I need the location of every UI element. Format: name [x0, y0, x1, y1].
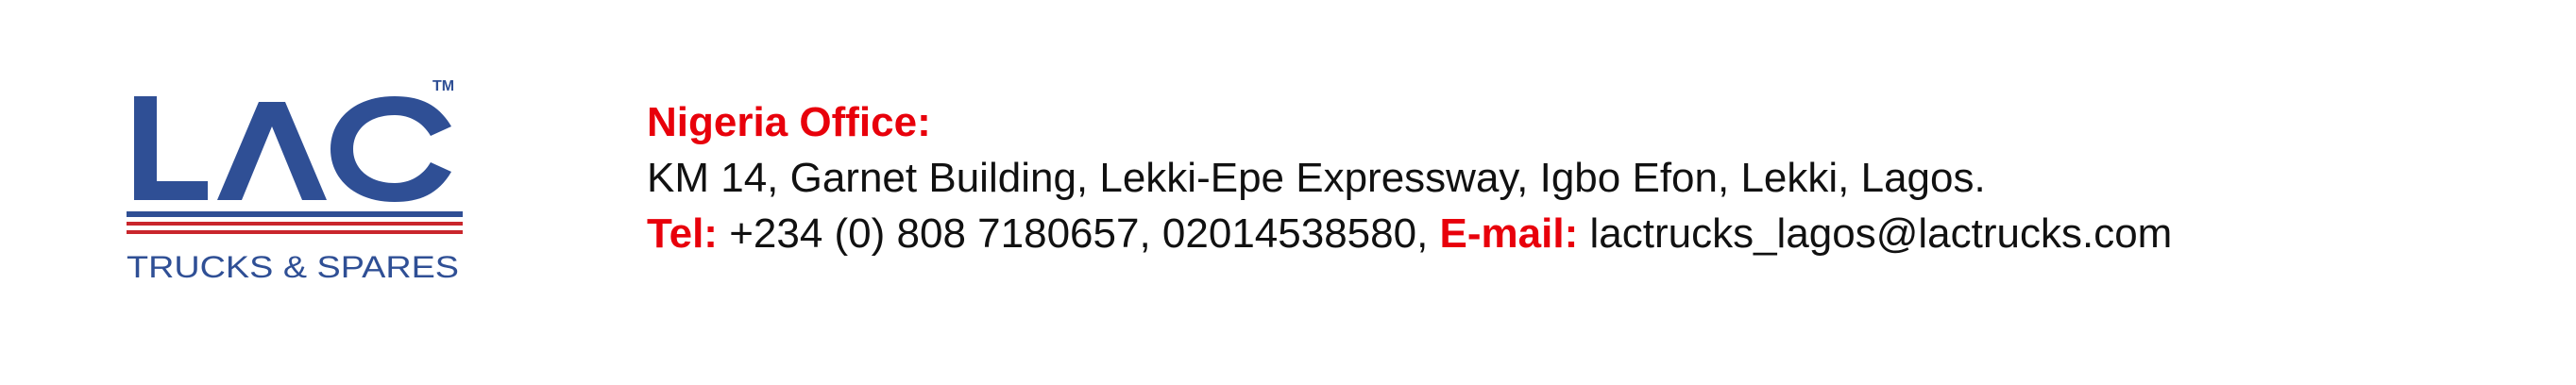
logo-stripe-1: [127, 211, 463, 217]
office-address: KM 14, Garnet Building, Lekki-Epe Expres…: [647, 155, 1986, 201]
logo-letter-a: [217, 102, 327, 200]
logo-stripe-3: [127, 230, 463, 234]
logo-stripe-2: [127, 222, 463, 226]
logo-letter-c: [330, 96, 451, 202]
trademark-mark: TM: [432, 78, 454, 94]
email-label: E-mail:: [1439, 210, 1579, 257]
email-value: lactrucks_lagos@lactrucks.com: [1578, 210, 2173, 257]
lac-logo-graphic: TM TRUCKS & SPARES: [127, 78, 463, 284]
logo-tagline: TRUCKS & SPARES: [127, 250, 459, 284]
office-contact-block: Nigeria Office: KM 14, Garnet Building, …: [647, 94, 2535, 261]
tel-label: Tel:: [647, 210, 718, 257]
lac-logo: TM TRUCKS & SPARES: [121, 68, 472, 287]
logo-letter-l: [134, 96, 208, 200]
office-heading: Nigeria Office:: [647, 99, 931, 145]
tel-value: +234 (0) 808 7180657, 02014538580,: [717, 210, 1440, 257]
contact-line: Tel: +234 (0) 808 7180657, 02014538580, …: [647, 206, 2535, 261]
